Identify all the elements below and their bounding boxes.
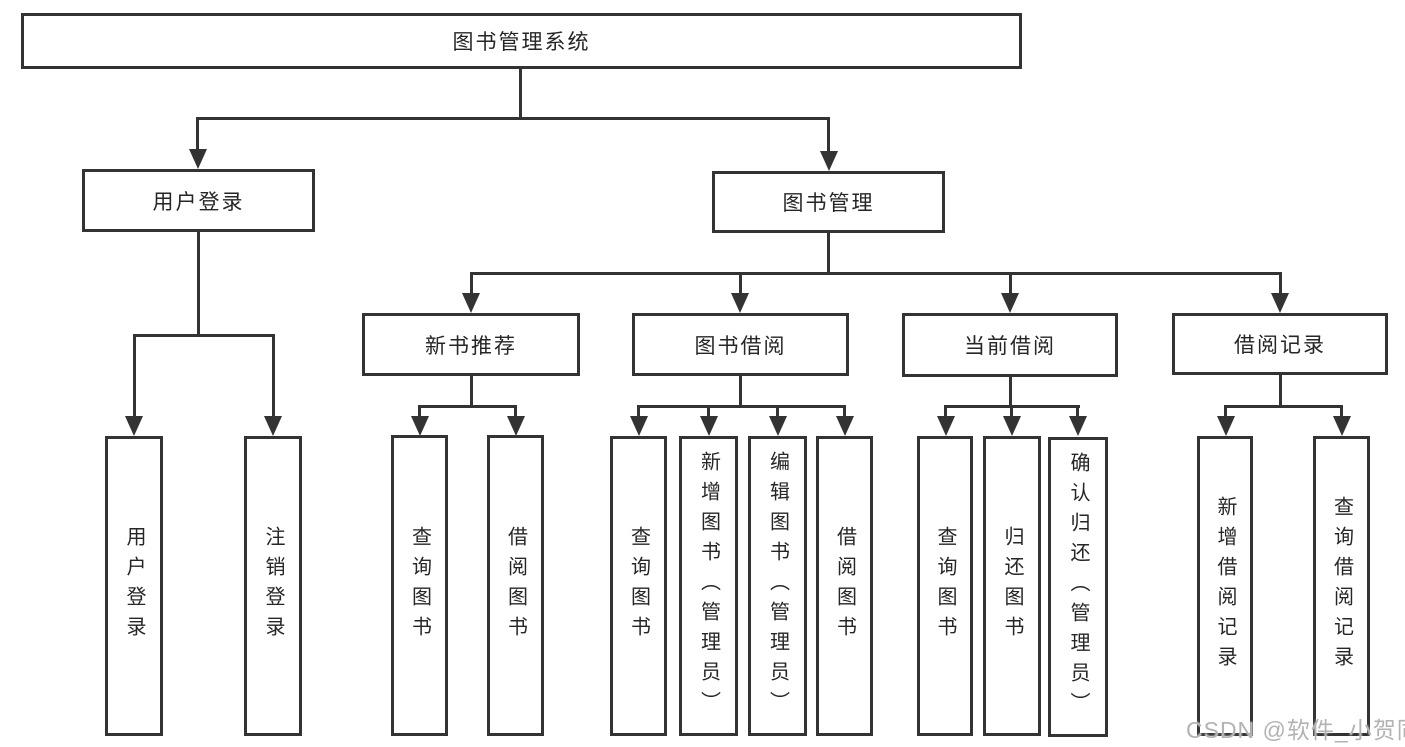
- node-user-login: 用户登录: [82, 169, 315, 232]
- connector-line: [843, 405, 846, 416]
- connector-line: [1340, 405, 1343, 416]
- node-label: 图书管理系统: [452, 31, 591, 54]
- connector-line: [196, 117, 199, 149]
- connector-line: [776, 405, 779, 416]
- node-label: 当前借阅: [964, 335, 1056, 358]
- connector-line: [637, 405, 846, 408]
- connector-line: [1224, 405, 1227, 416]
- connector-line: [470, 272, 1282, 275]
- connector-line: [1010, 405, 1013, 416]
- connector-line: [827, 233, 830, 272]
- leaf-recommend-borrow-books: 借阅图书: [487, 435, 544, 736]
- connector-line: [470, 376, 473, 405]
- leaf-label: 新增借阅记录: [1214, 496, 1236, 676]
- leaf-records-add-record: 新增借阅记录: [1197, 436, 1253, 736]
- leaf-current-return-books: 归还图书: [983, 436, 1041, 736]
- connector-line: [272, 334, 275, 416]
- arrow-down-icon: [125, 416, 143, 436]
- arrow-down-icon: [630, 416, 648, 436]
- leaf-label: 查询图书: [408, 525, 431, 646]
- connector-line: [944, 405, 947, 416]
- node-book-management: 图书管理: [712, 171, 945, 233]
- arrow-down-icon: [700, 416, 718, 436]
- connector-line: [1279, 375, 1282, 405]
- leaf-label: 新增图书（管理员）: [697, 451, 720, 721]
- arrow-down-icon: [1069, 416, 1087, 436]
- leaf-current-confirm-return-admin: 确认归还（管理员）: [1048, 437, 1108, 737]
- node-label: 图书管理: [782, 192, 875, 215]
- arrow-down-icon: [820, 151, 838, 171]
- arrow-down-icon: [411, 416, 429, 436]
- connector-line: [196, 117, 830, 120]
- leaf-label: 用户登录: [123, 526, 145, 646]
- arrow-down-icon: [462, 293, 480, 313]
- connector-line: [133, 334, 275, 337]
- arrow-down-icon: [1001, 293, 1019, 313]
- arrow-down-icon: [189, 149, 207, 169]
- connector-line: [739, 376, 742, 405]
- node-current-borrow: 当前借阅: [902, 313, 1118, 377]
- arrow-down-icon: [769, 416, 787, 436]
- node-new-book-recommend: 新书推荐: [362, 313, 580, 376]
- connector-line: [1076, 405, 1079, 416]
- arrow-down-icon: [1003, 416, 1021, 436]
- leaf-borrow-query-books: 查询图书: [610, 436, 667, 736]
- leaf-label: 查询图书: [934, 526, 956, 646]
- leaf-label: 查询借阅记录: [1330, 496, 1353, 676]
- connector-line: [1224, 405, 1343, 408]
- arrow-down-icon: [264, 416, 282, 436]
- leaf-recommend-query-books: 查询图书: [391, 435, 448, 736]
- connector-line: [418, 405, 517, 408]
- arrow-down-icon: [1271, 293, 1289, 313]
- leaf-label: 编辑图书（管理员）: [766, 451, 789, 721]
- leaf-label: 借阅图书: [833, 526, 856, 646]
- node-root: 图书管理系统: [21, 13, 1022, 69]
- connector-line: [827, 117, 830, 151]
- node-label: 用户登录: [152, 190, 245, 214]
- connector-line: [470, 272, 473, 293]
- leaf-borrow-add-books-admin: 新增图书（管理员）: [679, 436, 738, 736]
- connector-line: [739, 272, 742, 293]
- connector-line: [1009, 272, 1012, 293]
- leaf-label: 确认归还（管理员）: [1067, 452, 1089, 722]
- node-label: 新书推荐: [425, 334, 517, 358]
- connector-line: [1279, 272, 1282, 293]
- leaf-logout: 注销登录: [244, 436, 302, 736]
- connector-line: [418, 405, 421, 416]
- leaf-label: 注销登录: [262, 526, 284, 646]
- connector-line: [519, 69, 522, 117]
- leaf-records-query-record: 查询借阅记录: [1313, 436, 1370, 736]
- node-borrow-records: 借阅记录: [1172, 313, 1388, 375]
- connector-line: [1009, 376, 1012, 405]
- arrow-down-icon: [937, 416, 955, 436]
- node-book-borrow: 图书借阅: [632, 313, 849, 376]
- connector-line: [707, 405, 710, 416]
- leaf-label: 归还图书: [1001, 526, 1023, 646]
- leaf-label: 查询图书: [627, 526, 650, 646]
- connector-line: [637, 405, 640, 416]
- connector-line: [133, 334, 136, 416]
- leaf-borrow-edit-books-admin: 编辑图书（管理员）: [748, 436, 807, 736]
- leaf-current-query-books: 查询图书: [917, 436, 973, 736]
- arrow-down-icon: [1217, 416, 1235, 436]
- node-label: 图书借阅: [694, 334, 787, 358]
- watermark: CSDN @软件_小贺同学: [1186, 717, 1405, 743]
- leaf-borrow-borrow-books: 借阅图书: [816, 436, 873, 736]
- arrow-down-icon: [836, 416, 854, 436]
- leaf-user-login: 用户登录: [105, 436, 163, 736]
- node-label: 借阅记录: [1234, 334, 1326, 357]
- leaf-label: 借阅图书: [504, 525, 527, 646]
- arrow-down-icon: [731, 293, 749, 313]
- arrow-down-icon: [1333, 416, 1351, 436]
- connector-line: [514, 405, 517, 416]
- arrow-down-icon: [507, 416, 525, 436]
- connector-line: [197, 232, 200, 337]
